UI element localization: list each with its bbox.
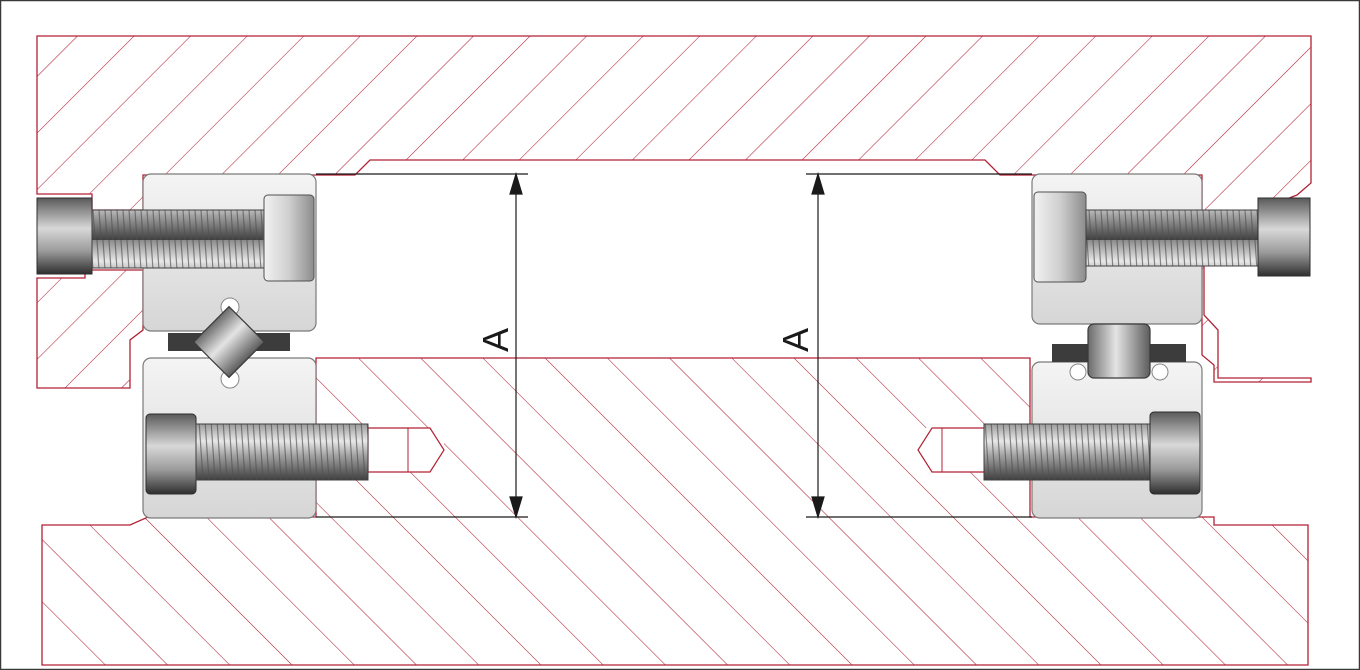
dimension-label-right: A — [775, 328, 816, 352]
dimension-right — [806, 171, 1032, 520]
left-crossed-roller — [192, 305, 266, 379]
right-top-bolt-nut — [1257, 197, 1311, 277]
left-top-bolt-thread — [91, 209, 265, 269]
dimension-label-left: A — [475, 328, 516, 352]
right-top-bolt-head — [1033, 191, 1087, 283]
left-top-bolt-nut — [36, 197, 93, 275]
right-seal-a — [1052, 344, 1088, 362]
right-bearing — [983, 173, 1311, 519]
tap-hole-left — [367, 427, 445, 473]
right-seal-b — [1150, 344, 1186, 362]
left-bottom-bolt-head — [145, 413, 197, 495]
left-bearing — [36, 173, 369, 519]
tap-hole-right — [917, 427, 991, 473]
left-top-bolt-head — [263, 194, 315, 282]
right-top-bolt-thread — [1085, 209, 1259, 267]
right-bottom-bolt-head — [1149, 411, 1201, 495]
right-crossed-roller — [1087, 323, 1151, 379]
dimension-left — [316, 171, 528, 520]
left-bottom-bolt-thread — [195, 423, 369, 481]
right-bottom-bolt-thread — [983, 423, 1151, 481]
